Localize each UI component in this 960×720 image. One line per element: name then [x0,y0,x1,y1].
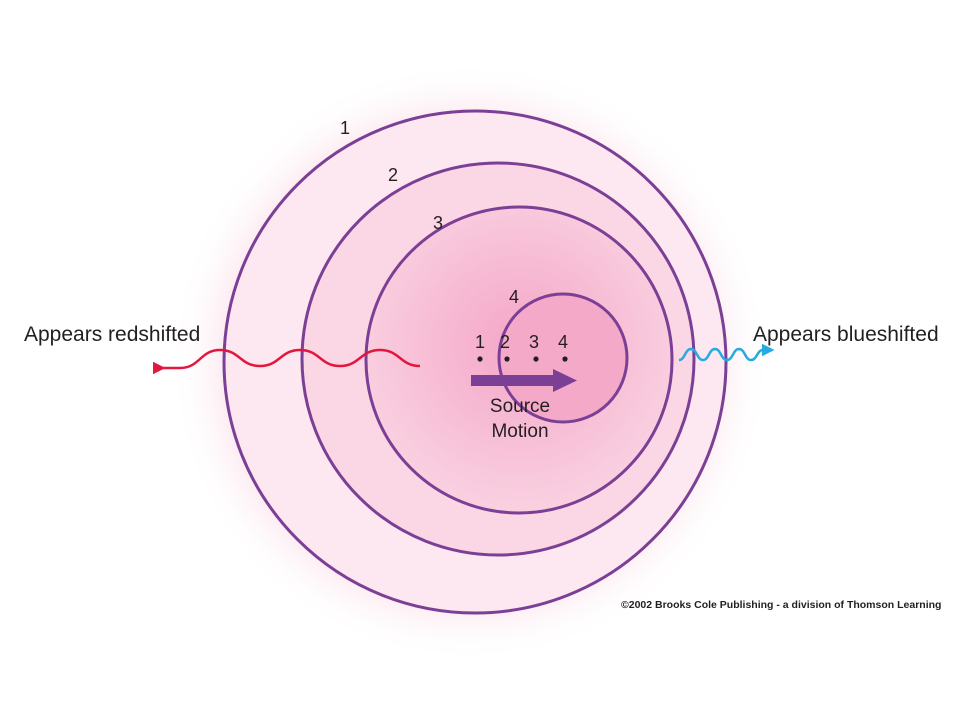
motion-label-line2: Motion [491,421,548,442]
wavefront-label-3: 3 [433,213,443,233]
redshift-label: Appears redshifted [24,323,200,346]
motion-arrow-shaft [471,375,557,386]
wavefront-label-2: 2 [388,165,398,185]
position-dot-3 [533,356,539,362]
position-label-3: 3 [529,332,539,352]
wavefront-label-4: 4 [509,287,519,307]
copyright-notice: ©2002 Brooks Cole Publishing - a divisio… [621,599,941,611]
blueshift-label: Appears blueshifted [753,323,939,346]
blueshift-wave [678,343,775,362]
source-positions: 1 2 3 4 [475,332,568,362]
source-motion-arrow [471,369,577,392]
position-label-1: 1 [475,332,485,352]
position-dot-4 [562,356,568,362]
redshift-wave [153,348,421,375]
motion-label-line1: Source [490,396,550,417]
motion-arrow-head [553,369,577,392]
wavefronts [222,109,728,615]
position-dot-2 [504,356,510,362]
position-dot-1 [477,356,483,362]
position-label-4: 4 [558,332,568,352]
position-label-2: 2 [500,332,510,352]
wavefront-labels: 1 2 3 4 [340,118,519,307]
wavefront-label-1: 1 [340,118,350,138]
